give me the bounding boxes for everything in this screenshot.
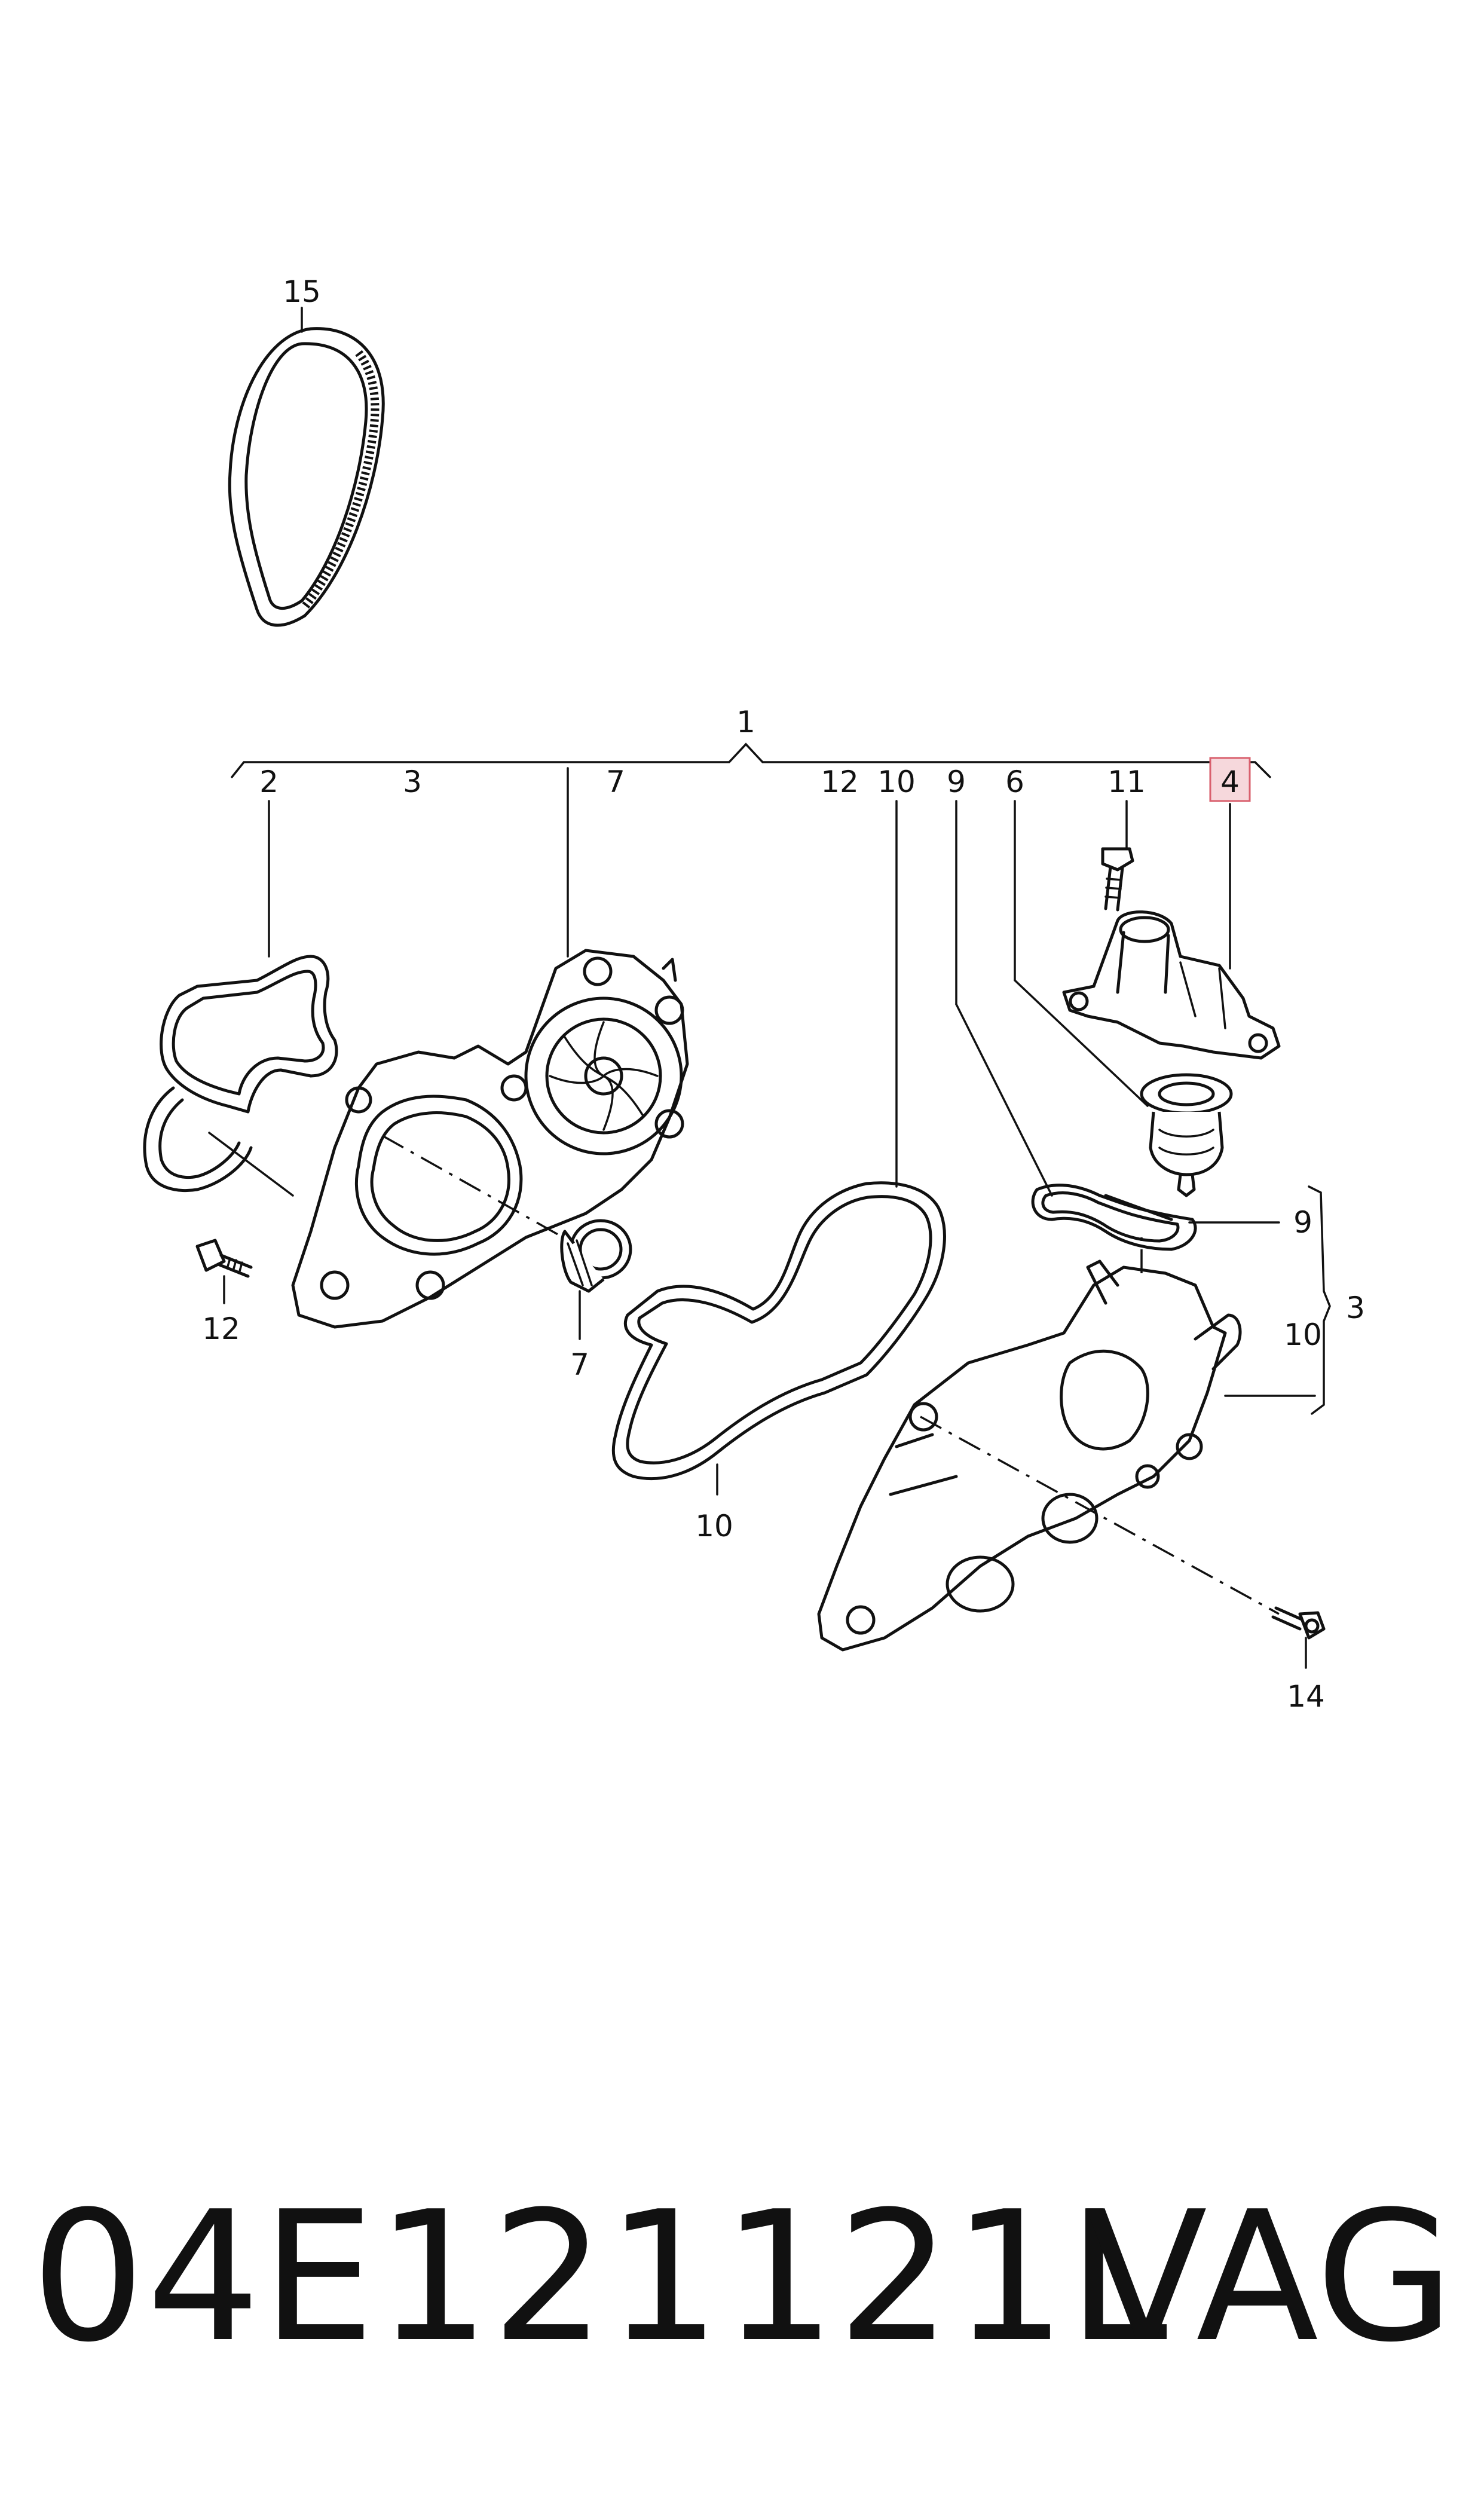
callout-gasket-large-right: 10 bbox=[1284, 1317, 1322, 1352]
callout-bolt-right-top: 12 bbox=[821, 765, 859, 799]
callout-thermostat-top: 6 bbox=[1005, 765, 1024, 799]
gasket-large bbox=[611, 1181, 946, 1481]
callout-screw-top: 11 bbox=[1107, 765, 1146, 799]
seal-left bbox=[560, 1219, 632, 1293]
thermostat-cover bbox=[1062, 910, 1281, 1060]
callout-gasket-large-top: 10 bbox=[877, 765, 916, 799]
bracket-right bbox=[1308, 1185, 1331, 1415]
callout-pump-housing: 3 bbox=[403, 765, 422, 799]
gasket-small bbox=[1031, 1184, 1197, 1251]
screw-top bbox=[1101, 847, 1134, 912]
callout-gasket-small-right: 9 bbox=[1293, 1205, 1312, 1240]
leader-line bbox=[1014, 979, 1149, 1107]
callout-belt: 15 bbox=[283, 274, 321, 309]
callout-seal-left-bottom: 7 bbox=[570, 1347, 589, 1382]
leader-line bbox=[955, 1003, 1053, 1197]
gasket-left bbox=[143, 955, 338, 1193]
callout-gasket-left: 2 bbox=[259, 765, 279, 799]
highlight-box bbox=[1209, 757, 1251, 802]
centerline bbox=[382, 1135, 574, 1245]
leader-line bbox=[208, 1132, 294, 1197]
callout-gasket-large-bottom: 10 bbox=[695, 1509, 733, 1543]
callout-screw-bottom: 14 bbox=[1287, 1679, 1325, 1714]
callout-cover-highlighted: 4 bbox=[1220, 765, 1240, 799]
screw-bottom bbox=[1271, 1606, 1326, 1640]
callout-assembly: 1 bbox=[736, 705, 755, 739]
pump-housing-left bbox=[291, 949, 689, 1329]
callout-gasket-small-top: 9 bbox=[947, 765, 966, 799]
drive-belt bbox=[228, 327, 385, 627]
thermostat bbox=[1140, 1073, 1233, 1197]
callout-bracket-right: 3 bbox=[1346, 1291, 1365, 1325]
part-number: 04E121121L bbox=[31, 2173, 1169, 2382]
brand-name: VAG bbox=[1085, 2173, 1455, 2382]
assembly-bracket bbox=[231, 742, 1271, 778]
pump-housing-right bbox=[817, 1259, 1242, 1652]
callout-seal-left: 7 bbox=[606, 765, 625, 799]
callout-bolt-left: 12 bbox=[202, 1312, 240, 1346]
bolt-left bbox=[195, 1239, 253, 1278]
